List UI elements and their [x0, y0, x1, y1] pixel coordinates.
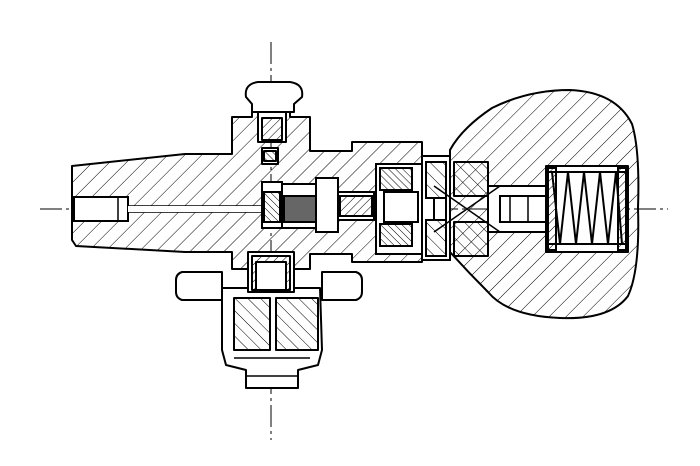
- main-body: [71, 107, 423, 270]
- stem: [433, 185, 547, 233]
- valve-plunger: [261, 177, 375, 233]
- spring-coils: [547, 167, 627, 251]
- top-cap: [244, 81, 304, 165]
- flange-collar: [375, 155, 451, 261]
- bottom-nut: [175, 251, 363, 389]
- inlet-bore: [73, 196, 268, 222]
